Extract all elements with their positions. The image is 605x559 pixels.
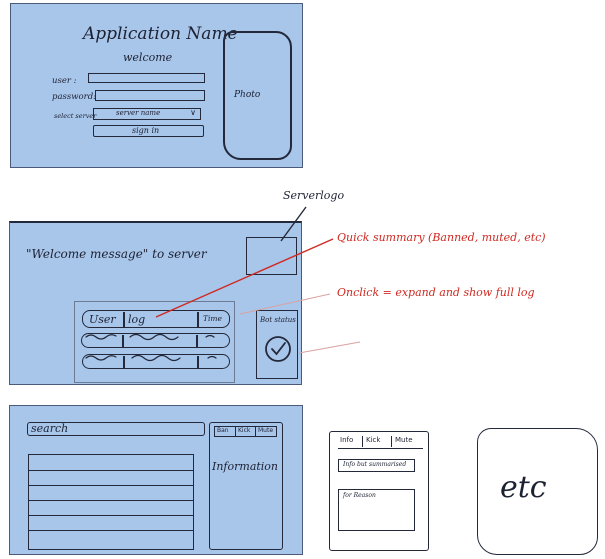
user-label: user : <box>52 76 77 86</box>
popup-tabs: Info Kick Mute <box>338 436 423 449</box>
search-bar[interactable]: search <box>27 422 205 436</box>
app-name-title: Application Name <box>83 24 238 44</box>
tab-divider <box>255 427 256 436</box>
tab-kick[interactable]: Kick <box>238 427 251 434</box>
popup-tab-mute[interactable]: Mute <box>395 436 413 444</box>
information-label: Information <box>212 460 279 473</box>
bot-status-pointer <box>298 341 361 354</box>
column-divider <box>197 312 199 327</box>
list-divider <box>29 470 193 472</box>
tab-ban[interactable]: Ban <box>217 427 229 434</box>
results-list[interactable] <box>28 454 194 550</box>
photo-label: Photo <box>234 90 261 100</box>
etc-label: etc <box>500 470 547 505</box>
log-row[interactable] <box>82 354 230 369</box>
tab-mute[interactable]: Mute <box>258 427 274 434</box>
welcome-text: welcome <box>123 51 173 64</box>
popup-tab-info[interactable]: Info <box>340 436 354 444</box>
column-user: User <box>89 313 116 326</box>
photo-placeholder: Photo <box>223 31 292 160</box>
onclick-annotation: Onclick = expand and show full log <box>337 286 535 299</box>
password-label: password: <box>52 92 96 102</box>
list-divider <box>29 500 193 502</box>
log-row[interactable] <box>81 333 230 348</box>
sign-in-button[interactable]: sign in <box>93 125 204 137</box>
information-panel: Ban Kick Mute Information <box>209 422 283 550</box>
quick-summary-annotation: Quick summary (Banned, muted, etc) <box>337 231 546 244</box>
onclick-pointer <box>239 293 331 315</box>
etc-box: etc <box>477 428 598 555</box>
squiggle-line <box>205 334 215 338</box>
column-divider <box>123 356 125 368</box>
info-summary-text: Info but summarised <box>343 461 407 468</box>
bot-status-box: Bot status <box>256 310 298 379</box>
column-divider <box>196 335 198 347</box>
user-popup: Info Kick Mute Info but summarised for R… <box>329 431 429 551</box>
tab-divider <box>362 436 363 447</box>
column-log: log <box>128 313 146 326</box>
list-divider <box>29 515 193 517</box>
reason-box: for Reason <box>338 489 415 531</box>
server-logo-annotation: Serverlogo <box>283 189 345 202</box>
column-divider <box>122 335 124 347</box>
login-panel: Application Name welcome user : password… <box>10 3 303 168</box>
bot-status-label: Bot status <box>260 316 296 324</box>
server-logo-pointer <box>280 206 307 242</box>
squiggle-line <box>85 355 117 361</box>
server-select[interactable]: server name ∨ <box>93 108 201 120</box>
user-input[interactable] <box>88 73 205 83</box>
search-panel: search Ban Kick Mute Information <box>9 405 303 555</box>
column-time: Time <box>203 314 222 323</box>
server-select-value: server name <box>116 109 161 117</box>
server-panel: "Welcome message" to server User log Tim… <box>9 221 302 385</box>
sign-in-label: sign in <box>132 126 160 135</box>
column-divider <box>197 356 199 368</box>
server-logo <box>246 237 297 275</box>
squiggle-line <box>129 333 179 341</box>
password-input[interactable] <box>95 90 205 101</box>
list-divider <box>29 530 193 532</box>
welcome-message: "Welcome message" to server <box>26 247 207 261</box>
info-summary-box: Info but summarised <box>338 459 415 472</box>
list-divider <box>29 485 193 487</box>
quick-summary-pointer <box>155 238 334 318</box>
tab-divider <box>235 427 236 436</box>
column-divider <box>123 312 125 327</box>
search-label: search <box>31 422 69 435</box>
squiggle-line <box>85 334 117 340</box>
popup-tab-kick[interactable]: Kick <box>366 436 381 444</box>
chevron-down-icon: ∨ <box>190 108 196 117</box>
squiggle-line <box>207 355 217 359</box>
action-tabs: Ban Kick Mute <box>214 426 277 437</box>
reason-text: for Reason <box>343 492 376 499</box>
log-header-row[interactable]: User log Time <box>82 310 230 328</box>
log-section <box>74 301 235 383</box>
server-label: select server <box>54 112 97 120</box>
squiggle-line <box>131 354 181 362</box>
checkmark-icon <box>265 336 291 362</box>
tab-divider <box>391 436 392 447</box>
